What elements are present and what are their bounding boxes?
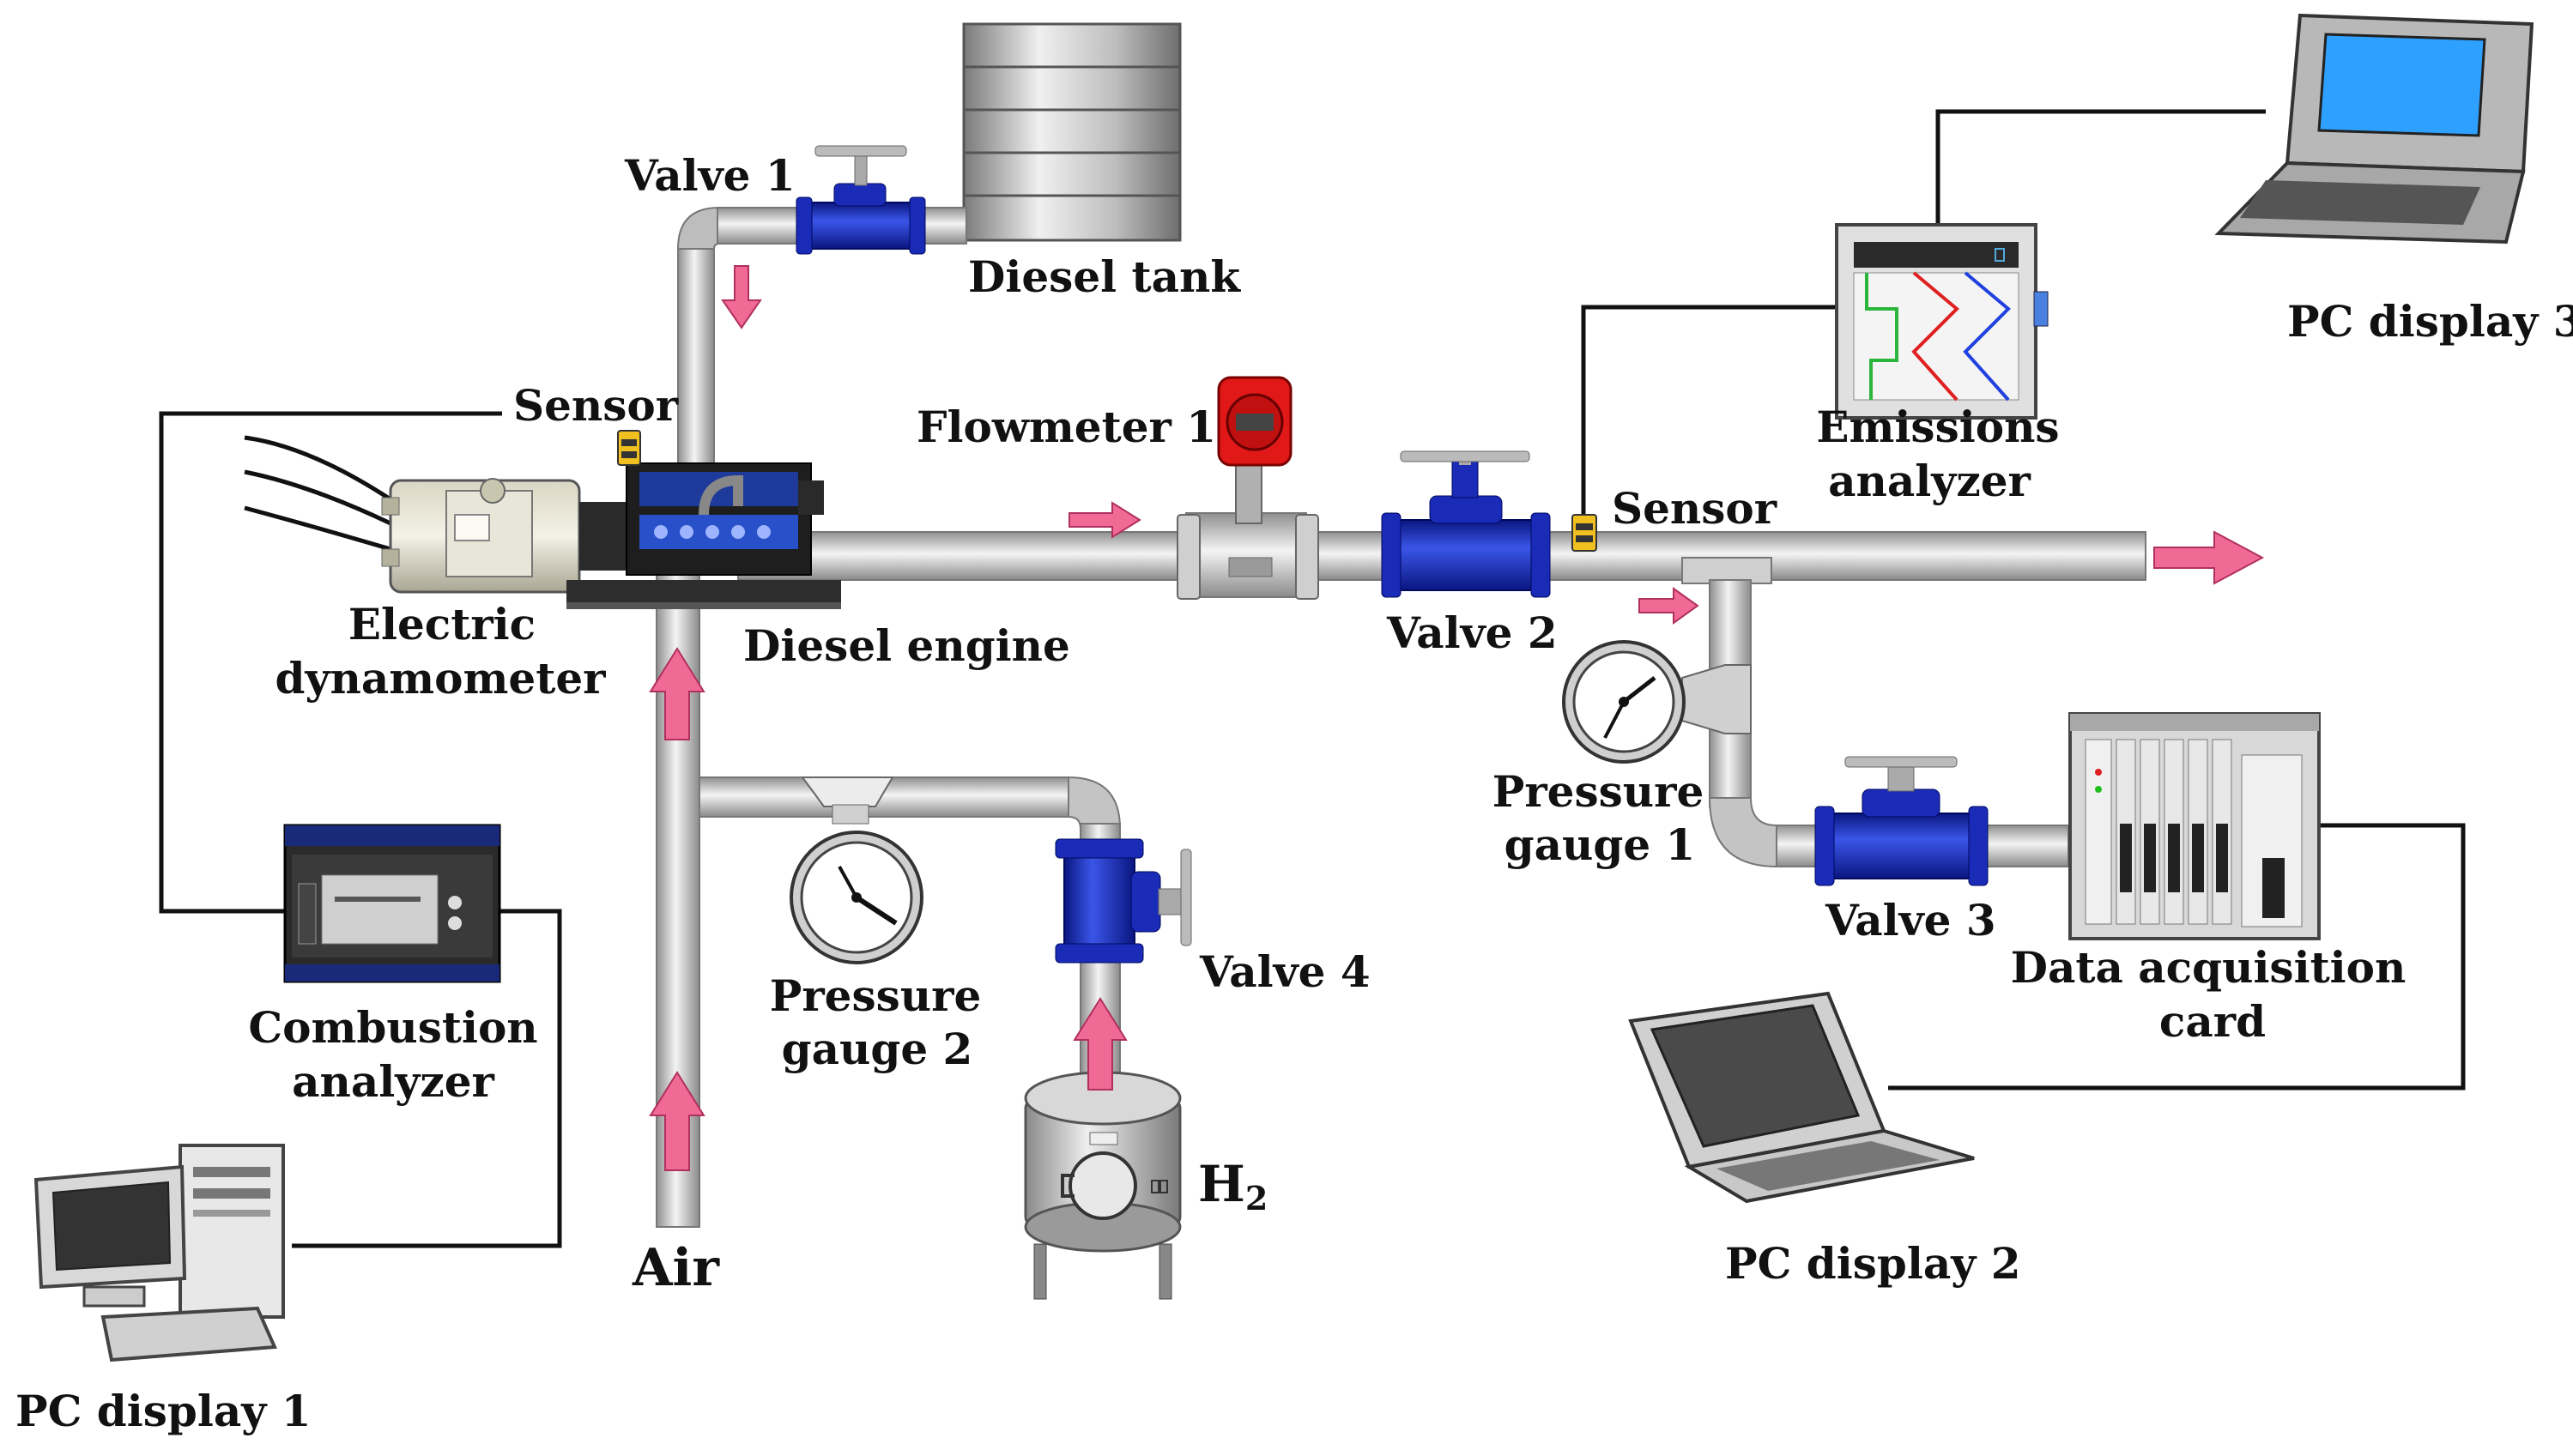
label-air: Air [632, 1238, 720, 1298]
h2-tank [1024, 1071, 1182, 1300]
label-diesel-engine: Diesel engine [743, 620, 1070, 671]
label-emissions-2: analyzer [1828, 456, 2031, 506]
sensor-left-device [617, 430, 641, 466]
labels: Valve 1 Diesel tank Sensor Flowmeter 1 S… [15, 150, 2573, 1436]
pressure-gauge-2 [790, 776, 923, 964]
arrow-air-up-1 [649, 647, 705, 740]
pc-display-2 [1628, 991, 1975, 1204]
label-sensor-right: Sensor [1612, 483, 1777, 534]
label-valve-4: Valve 4 [1199, 946, 1371, 997]
flow-arrows [649, 265, 2265, 1171]
diesel-tank [962, 22, 1182, 242]
wire-daq-to-pc2 [1888, 823, 2466, 1090]
arrow-exhaust-branch [1638, 587, 1699, 625]
label-electric-1: Electric [348, 599, 536, 649]
arrow-exhaust-out [2153, 530, 2265, 585]
arrow-exhaust-1 [1069, 501, 1141, 539]
arrow-air-up-2 [649, 1071, 705, 1171]
label-daq-2: card [2159, 996, 2266, 1047]
flowmeter-1 [1177, 376, 1319, 600]
arrow-h2-up [1073, 997, 1128, 1090]
label-valve-2: Valve 2 [1386, 607, 1558, 658]
label-diesel-tank: Diesel tank [968, 251, 1241, 302]
wire-combustion-to-pc1 [292, 909, 562, 1248]
pc-display-3 [2214, 13, 2534, 245]
label-emissions-1: Emissions [1816, 402, 2059, 452]
label-h2: H2 [1198, 1155, 1268, 1217]
sensor-right-device [1571, 514, 1597, 552]
combustion-analyzer [283, 824, 501, 983]
emissions-analyzer [1835, 223, 2049, 420]
label-pc-display-1: PC display 1 [15, 1386, 312, 1436]
label-pressure1-1: Pressure [1492, 766, 1704, 817]
label-h2-main: H [1198, 1155, 1245, 1213]
label-h2-subscript: 2 [1245, 1179, 1268, 1217]
data-acquisition-card [2068, 712, 2321, 940]
pc-display-1 [33, 1144, 285, 1362]
label-daq-1: Data acquisition [2011, 942, 2407, 993]
wire-sensor-to-combustion [159, 411, 502, 914]
label-sensor-left: Sensor [513, 380, 679, 431]
electric-dynamometer [244, 435, 841, 609]
arrow-fuel-down [721, 265, 762, 329]
diesel-engine [626, 462, 824, 576]
wire-emissions-to-pc3 [1935, 109, 2266, 225]
signal-wires [159, 109, 2466, 1248]
valve-3 [1814, 756, 1989, 886]
label-pressure1-2: gauge 1 [1504, 819, 1696, 870]
wire-sensor-to-emissions [1581, 305, 1837, 515]
label-combustion-2: analyzer [292, 1056, 494, 1107]
label-valve-1: Valve 1 [624, 150, 796, 201]
label-valve-3: Valve 3 [1825, 895, 1996, 945]
label-combustion-1: Combustion [248, 1002, 537, 1053]
valve-2 [1381, 450, 1551, 598]
label-pressure2-2: gauge 2 [782, 1024, 973, 1074]
label-pc-display-3: PC display 3 [2287, 296, 2573, 347]
label-pressure2-1: Pressure [770, 970, 982, 1021]
valve-4 [1055, 838, 1192, 964]
label-flowmeter-1: Flowmeter 1 [917, 402, 1216, 452]
valve-1 [796, 145, 926, 255]
label-pc-display-2: PC display 2 [1725, 1238, 2021, 1289]
label-electric-2: dynamometer [275, 653, 607, 704]
pressure-gauge-1 [1562, 640, 1752, 764]
